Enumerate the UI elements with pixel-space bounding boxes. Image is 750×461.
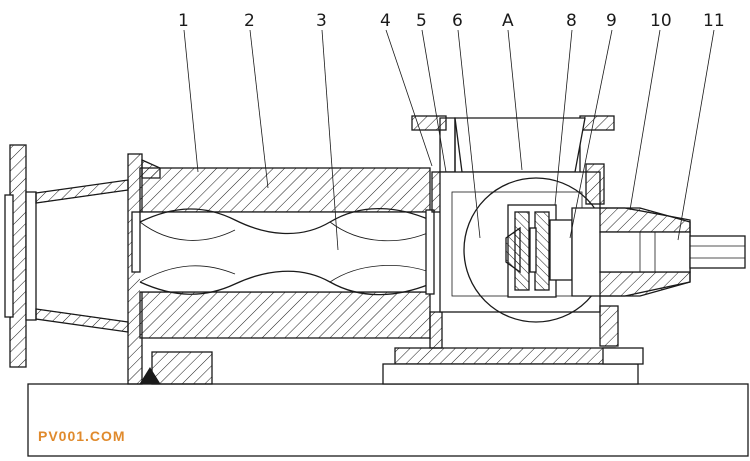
part-label-5: 5: [416, 11, 427, 31]
part-label-6: 6: [452, 11, 463, 31]
inlet-pipe: [35, 179, 129, 333]
base-plate: [27, 383, 749, 457]
drive-shaft: [689, 235, 746, 269]
bearing-housing: [571, 207, 691, 297]
detail-circle-a: [463, 177, 609, 323]
support-foot: [382, 347, 644, 385]
part-label-8: 8: [566, 11, 577, 31]
part-label-3: 3: [316, 11, 327, 31]
stator-housing: [131, 167, 435, 339]
inlet-flange: [4, 144, 37, 368]
part-label-1: 1: [178, 11, 189, 31]
leader-lines: [183, 29, 715, 251]
part-label-9: 9: [606, 11, 617, 31]
part-label-4: 4: [380, 11, 391, 31]
part-label-10: 10: [650, 11, 672, 31]
part-label-2: 2: [244, 11, 255, 31]
part-label-a: A: [502, 11, 514, 31]
watermark-text: PV001.COM: [38, 428, 126, 444]
part-labels: 1 2 3 4 5 6 A 8 9 10 11: [178, 11, 725, 31]
part-label-11: 11: [703, 11, 725, 31]
